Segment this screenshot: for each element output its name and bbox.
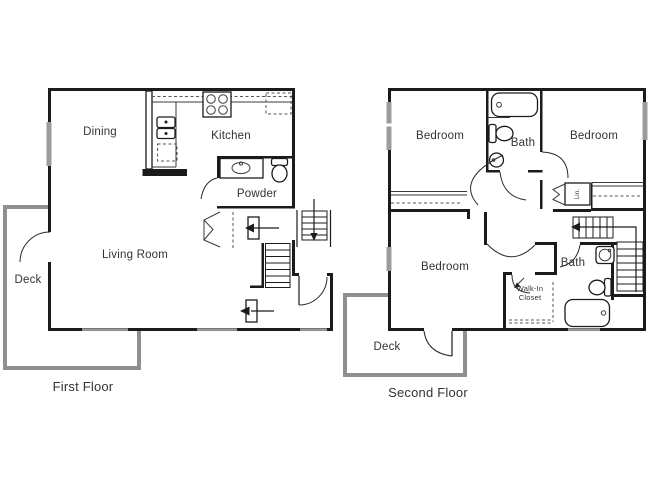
- second-floor-plan: Bedroom Bath Bedroom Bedroom Bath Walk-I…: [343, 88, 648, 400]
- toilet-icon: [488, 123, 514, 144]
- deck-door-arc: [19, 231, 51, 263]
- toilet-icon: [270, 157, 289, 183]
- window: [82, 328, 128, 331]
- second-floor-title: Second Floor: [388, 385, 468, 400]
- bathtub-icon: [490, 92, 539, 118]
- stove-icon: [202, 91, 232, 118]
- door-arc: [559, 244, 581, 268]
- first-floor-title: First Floor: [53, 379, 114, 394]
- window: [568, 328, 600, 331]
- door-arc: [486, 243, 536, 258]
- entry-direction-icon: [245, 216, 279, 240]
- lower-bath: [554, 242, 617, 328]
- label-linen: Lin.: [575, 189, 581, 200]
- second-floor-stairs: [571, 216, 646, 297]
- label-living-room: Living Room: [102, 249, 168, 261]
- first-floor-stairs: [203, 211, 291, 323]
- kitchen-fixtures: [142, 90, 292, 176]
- window: [46, 122, 52, 166]
- vanity-sink-icon: [595, 245, 615, 265]
- powder-room: [200, 156, 295, 209]
- window: [386, 247, 392, 271]
- kitchen-cabinet: [157, 143, 178, 162]
- door-arc: [470, 154, 504, 206]
- label-walk-in-2: Closet: [519, 293, 542, 302]
- window: [642, 102, 648, 140]
- first-floor-plan: Dining Kitchen Powder Living Room Deck F…: [3, 88, 333, 394]
- label-deck-2: Deck: [373, 341, 400, 353]
- label-kitchen: Kitchen: [211, 130, 251, 142]
- label-dining: Dining: [83, 126, 117, 138]
- label-bath-lower: Bath: [561, 257, 585, 269]
- label-bedroom-left: Bedroom: [416, 130, 464, 142]
- kitchen-sink-icon: [156, 116, 176, 140]
- label-bath-upper: Bath: [511, 137, 535, 149]
- second-floor-windows: [386, 102, 648, 331]
- door-arc: [541, 151, 569, 179]
- window: [386, 126, 392, 150]
- door-arc: [200, 177, 218, 200]
- round-sink-icon: [488, 152, 505, 168]
- dishwasher-icon: [265, 92, 292, 115]
- bathtub-icon: [564, 298, 611, 328]
- label-walk-in-1: Walk-In: [517, 284, 544, 293]
- window: [300, 328, 327, 331]
- label-bedroom-right: Bedroom: [570, 130, 618, 142]
- linen-closet: [552, 182, 591, 206]
- first-floor-doors: [19, 231, 328, 306]
- label-deck-1: Deck: [14, 274, 41, 286]
- door-arc: [511, 274, 531, 294]
- kitchen-counter-cap: [142, 169, 187, 176]
- entry-stoop-stairs: [296, 199, 332, 247]
- powder-sink-icon: [219, 157, 264, 179]
- label-bedroom-master: Bedroom: [421, 261, 469, 273]
- closet-door-icon: [203, 211, 221, 248]
- door-arc: [499, 171, 527, 201]
- master-deck-door: [423, 330, 453, 357]
- window: [197, 328, 237, 331]
- second-floor-exterior-walls: [388, 88, 646, 331]
- door-arc: [423, 330, 453, 357]
- direction-arrow-icon: [240, 299, 274, 323]
- second-floor-deck-outline: [343, 293, 467, 377]
- walk-in-closet: [503, 272, 557, 331]
- upper-bath: [486, 91, 543, 201]
- hall-and-doors: [391, 151, 646, 258]
- first-floor-exterior-walls: [48, 88, 333, 331]
- first-floor-deck-outline: [3, 205, 141, 370]
- toilet-icon: [588, 277, 612, 297]
- label-powder: Powder: [237, 188, 277, 200]
- kitchen-peninsula-wall: [145, 90, 153, 170]
- window: [386, 102, 392, 124]
- front-door-arc: [298, 276, 328, 306]
- first-floor-windows: [46, 122, 327, 331]
